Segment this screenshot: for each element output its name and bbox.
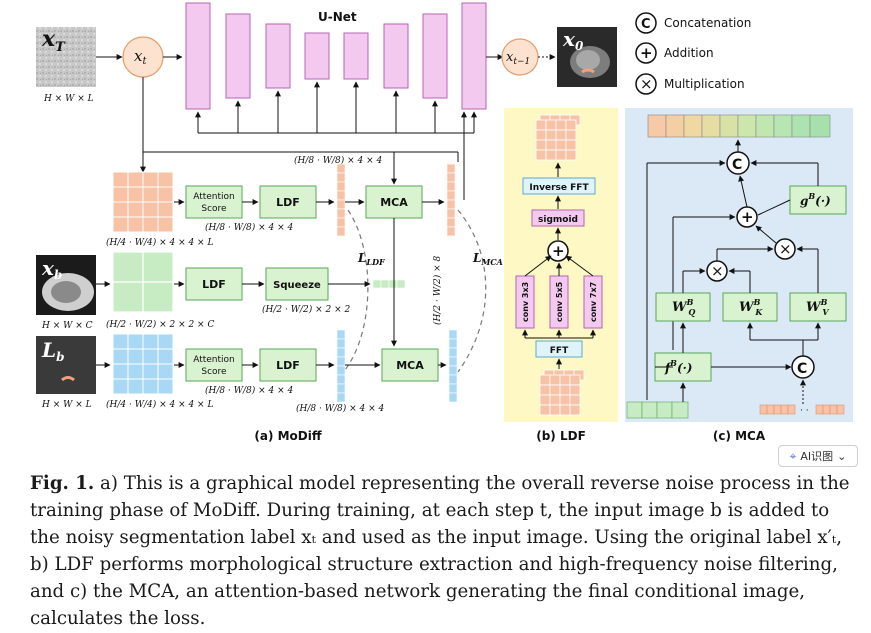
chevron-down-icon: ⌄: [837, 449, 847, 463]
svg-text:Inverse FFT: Inverse FFT: [529, 183, 589, 193]
mca-mult-top: [774, 238, 796, 260]
noise-image-xT: [36, 27, 96, 87]
svg-text:conv 7x7: conv 7x7: [589, 282, 598, 322]
svg-text:Score: Score: [201, 204, 227, 214]
xT-label: xT: [41, 26, 66, 55]
svg-text:xt−1: xt−1: [506, 50, 530, 67]
svg-text:H × W × L: H × W × L: [41, 400, 92, 410]
svg-text:+: +: [741, 208, 754, 226]
squeeze-box: [265, 267, 329, 301]
fft-box: [535, 340, 583, 358]
wk-box: [722, 292, 778, 322]
svg-text:×: ×: [640, 75, 653, 93]
svg-text:C: C: [641, 17, 651, 32]
svg-text:Attention: Attention: [193, 355, 235, 365]
green-vector-mid: [372, 279, 406, 289]
svg-text:×: ×: [711, 262, 724, 280]
dims-top-line: (H/8 · W/8) × 4 × 4: [294, 155, 382, 166]
figure-diagram: xT H × W × L xt U-Net xt−1 x0: [36, 2, 853, 443]
svg-text:MCA: MCA: [396, 359, 424, 372]
svg-text:+: +: [640, 44, 653, 62]
mca-box-top: [365, 185, 423, 219]
svg-text:C: C: [797, 361, 807, 377]
svg-text:conv 3x3: conv 3x3: [521, 282, 530, 322]
ai-recognize-button[interactable]: ⌖ AI识图 ⌄: [778, 445, 858, 467]
svg-text:LDF: LDF: [202, 278, 226, 291]
ai-scan-icon: ⌖: [789, 448, 797, 463]
svg-text:WBQ: WBQ: [672, 297, 695, 317]
ldf-box-bot: [259, 348, 317, 382]
svg-text:(H/4 · W/4) × 4 × 4 × L: (H/4 · W/4) × 4 × 4 × L: [106, 237, 213, 248]
ldf-add-node: [547, 240, 569, 262]
ldf-output-cube: [535, 114, 581, 161]
svg-text:+: +: [552, 242, 565, 260]
ldf-input-cube: [539, 369, 585, 416]
green-grid-mid: [112, 251, 174, 313]
ai-button-label: AI识图: [800, 450, 834, 463]
svg-text:(H/8 · W/8) × 4 × 4: (H/8 · W/8) × 4 × 4: [205, 385, 293, 396]
svg-text:LDF: LDF: [276, 196, 300, 209]
svg-text:· ·: · ·: [800, 406, 809, 416]
svg-text:xb: xb: [41, 256, 62, 282]
attention-score-top: [185, 185, 243, 219]
attention-score-bot: [185, 348, 243, 382]
svg-text:Squeeze: Squeeze: [273, 280, 321, 291]
svg-text:Concatenation: Concatenation: [664, 16, 751, 30]
mca-concat-top: [726, 151, 750, 175]
loss-ldf: LLDF: [357, 251, 386, 267]
unet-title: U-Net: [318, 10, 357, 24]
svg-text:LDF: LDF: [276, 359, 300, 372]
dims-vertical: (H/2 · W/2) × 8: [432, 256, 443, 325]
modiff-title: (a) MoDiff: [254, 429, 322, 443]
svg-text:(H/4 · W/4) × 4 × 4 × L: (H/4 · W/4) × 4 × 4 × L: [106, 399, 213, 410]
sigmoid-box: [531, 209, 585, 227]
mca-input-green: [626, 401, 689, 419]
svg-text:H × W × C: H × W × C: [41, 321, 93, 331]
ldf-box-mid: [185, 267, 243, 301]
mca-panel-title: (c) MCA: [713, 429, 766, 443]
svg-text:Score: Score: [201, 367, 227, 377]
ldf-panel-title: (b) LDF: [536, 429, 586, 443]
svg-text:Addition: Addition: [664, 46, 714, 60]
mca-output-vector: [647, 114, 831, 138]
svg-text:xt: xt: [134, 47, 147, 67]
unet-blocks: [185, 2, 487, 110]
blue-grid-bot: [112, 333, 174, 395]
mca-input-salmon: [759, 404, 845, 415]
inverse-fft-box: [522, 177, 596, 195]
ldf-box-top: [259, 185, 317, 219]
loss-mca: LMCA: [472, 251, 503, 267]
caption-label: Fig. 1.: [30, 473, 95, 494]
svg-text:sigmoid: sigmoid: [538, 215, 578, 225]
svg-text:Attention: Attention: [193, 192, 235, 202]
svg-text:WBK: WBK: [739, 297, 763, 317]
svg-text:(H/2 · W/2) × 2 × 2: (H/2 · W/2) × 2 × 2: [262, 304, 350, 315]
blue-vector-bot: [336, 329, 346, 403]
svg-text:×: ×: [779, 240, 792, 258]
salmon-vector-right: [446, 163, 456, 237]
caption-text: a) This is a graphical model representin…: [30, 473, 850, 629]
svg-text:(H/2 · W/2) × 2 × 2 × C: (H/2 · W/2) × 2 × 2 × C: [106, 319, 214, 330]
svg-text:x0: x0: [562, 27, 584, 53]
svg-text:Multiplication: Multiplication: [664, 77, 745, 91]
svg-text:(H/8 · W/8) × 4 × 4: (H/8 · W/8) × 4 × 4: [296, 403, 384, 414]
svg-text:(H/8 · W/8) × 4 × 4: (H/8 · W/8) × 4 × 4: [205, 222, 293, 233]
label-image-Lb: [36, 336, 96, 394]
salmon-grid-top: [112, 171, 174, 233]
svg-text:C: C: [732, 157, 742, 173]
figure-caption: Fig. 1. a) This is a graphical model rep…: [30, 470, 860, 632]
svg-text:fB(·): fB(·): [664, 358, 692, 375]
svg-text:FFT: FFT: [550, 346, 569, 356]
blue-vector-right: [448, 329, 458, 403]
xT-dims: H × W × L: [43, 94, 94, 104]
svg-text:WBV: WBV: [806, 297, 829, 317]
svg-text:gB(·): gB(·): [800, 191, 831, 208]
legend: C Concatenation + Addition × Multiplicat…: [635, 12, 751, 95]
svg-text:conv 5x5: conv 5x5: [555, 281, 564, 322]
svg-text:Lb: Lb: [41, 338, 64, 364]
salmon-vector-top: [336, 163, 346, 237]
svg-text:MCA: MCA: [380, 196, 408, 209]
